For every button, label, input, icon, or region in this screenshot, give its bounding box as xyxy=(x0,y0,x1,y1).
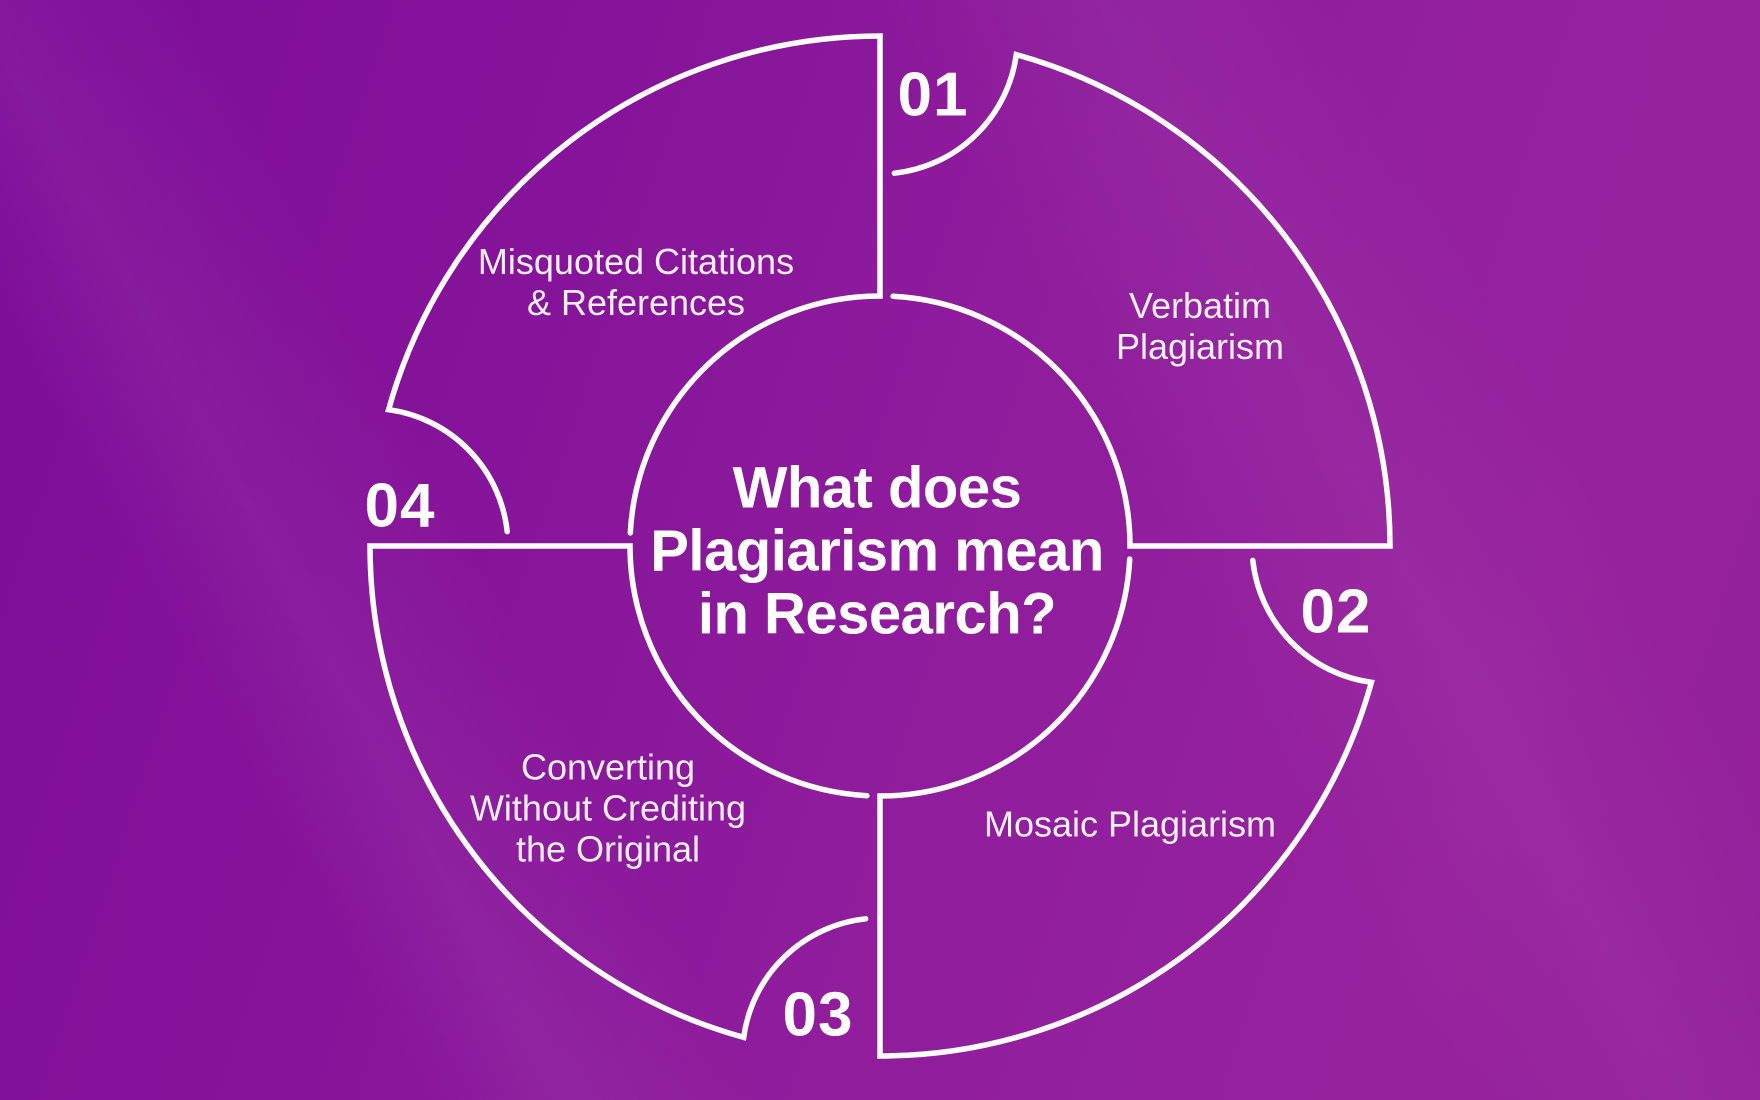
segment-02-number: 02 xyxy=(1300,577,1372,647)
segment-04-label: Misquoted Citations & References xyxy=(477,241,795,323)
segment-04-number: 04 xyxy=(364,471,436,541)
diagram-title: What does Plagiarism mean in Research? xyxy=(650,455,1104,647)
segment-02-label: Mosaic Plagiarism xyxy=(983,803,1277,845)
segment-01-label: Verbatim Plagiarism xyxy=(1115,285,1285,367)
segment-01-number: 01 xyxy=(897,60,969,130)
segment-03-label: Converting Without Crediting the Origina… xyxy=(469,746,747,870)
segment-03-number: 03 xyxy=(782,980,854,1050)
